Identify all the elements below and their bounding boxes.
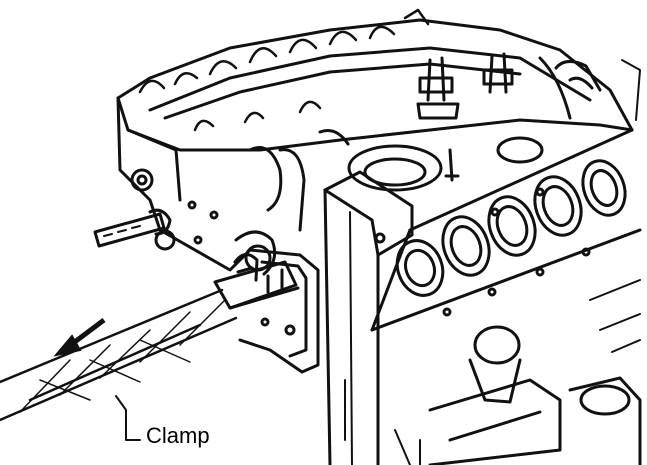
left-end-plate <box>116 96 252 272</box>
holding-fixture <box>323 170 414 465</box>
clamp-tool <box>213 253 300 310</box>
plug-well <box>347 136 544 192</box>
rocker-arms <box>234 129 350 276</box>
clamp-label: Clamp <box>146 423 210 448</box>
rocker-studs <box>416 52 602 120</box>
valve-gear-row <box>138 8 430 132</box>
vise-base <box>394 59 642 465</box>
clamp-handle <box>0 288 238 422</box>
clamp-leader-line <box>115 395 141 441</box>
motion-arrow <box>53 318 106 357</box>
camshaft-end <box>93 208 172 248</box>
